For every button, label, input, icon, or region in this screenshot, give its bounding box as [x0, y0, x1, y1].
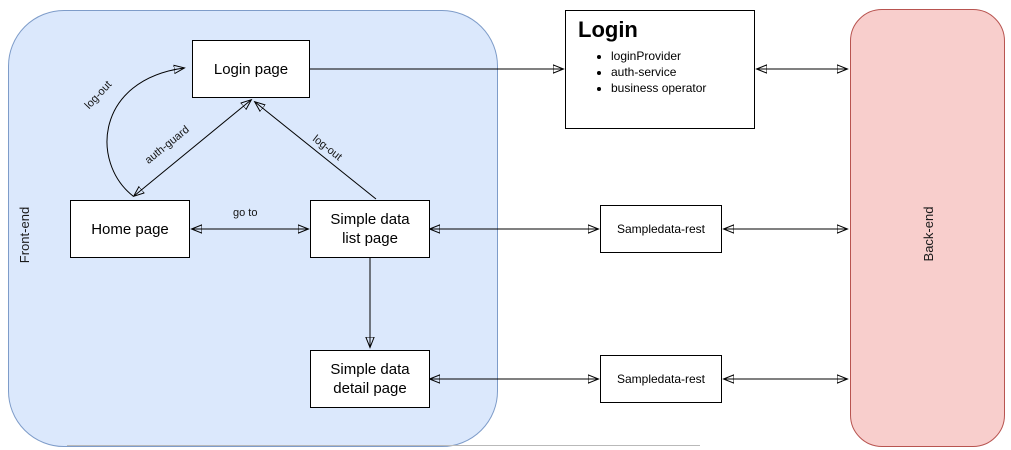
login-service-title: Login: [578, 17, 638, 42]
node-sampledata-rest-detail: Sampledata-rest: [600, 355, 722, 403]
node-login-page-label: Login page: [213, 60, 289, 78]
login-service-item: auth-service: [611, 64, 754, 80]
page-boundary-line: [67, 445, 700, 446]
node-list-page-label-line2: list page: [342, 230, 398, 247]
node-login-service: Login loginProvider auth-service busines…: [565, 10, 755, 129]
login-service-item-list: loginProvider auth-service business oper…: [566, 48, 754, 96]
node-simple-data-detail-page: Simple data detail page: [310, 350, 430, 408]
node-detail-page-label-line1: Simple data: [330, 361, 410, 378]
node-sampledata-rest-list: Sampledata-rest: [600, 205, 722, 253]
node-sampledata-rest-detail-label: Sampledata-rest: [616, 371, 706, 386]
edge-logout-home-to-login-curve: [106, 68, 184, 197]
node-list-page-label-line1: Simple data: [330, 211, 410, 228]
node-login-page: Login page: [192, 40, 310, 98]
node-home-page: Home page: [70, 200, 190, 258]
node-simple-data-list-page: Simple data list page: [310, 200, 430, 258]
backend-region: [850, 9, 1005, 447]
node-detail-page-label-line2: detail page: [333, 380, 407, 397]
edge-auth-guard: [134, 100, 251, 196]
edge-label-goto: go to: [233, 207, 258, 219]
edge-logout-list-to-login: [255, 102, 377, 200]
node-sampledata-rest-list-label: Sampledata-rest: [616, 221, 706, 236]
node-home-page-label: Home page: [91, 220, 169, 238]
login-service-item: business operator: [611, 80, 754, 96]
login-service-item: loginProvider: [611, 48, 754, 64]
